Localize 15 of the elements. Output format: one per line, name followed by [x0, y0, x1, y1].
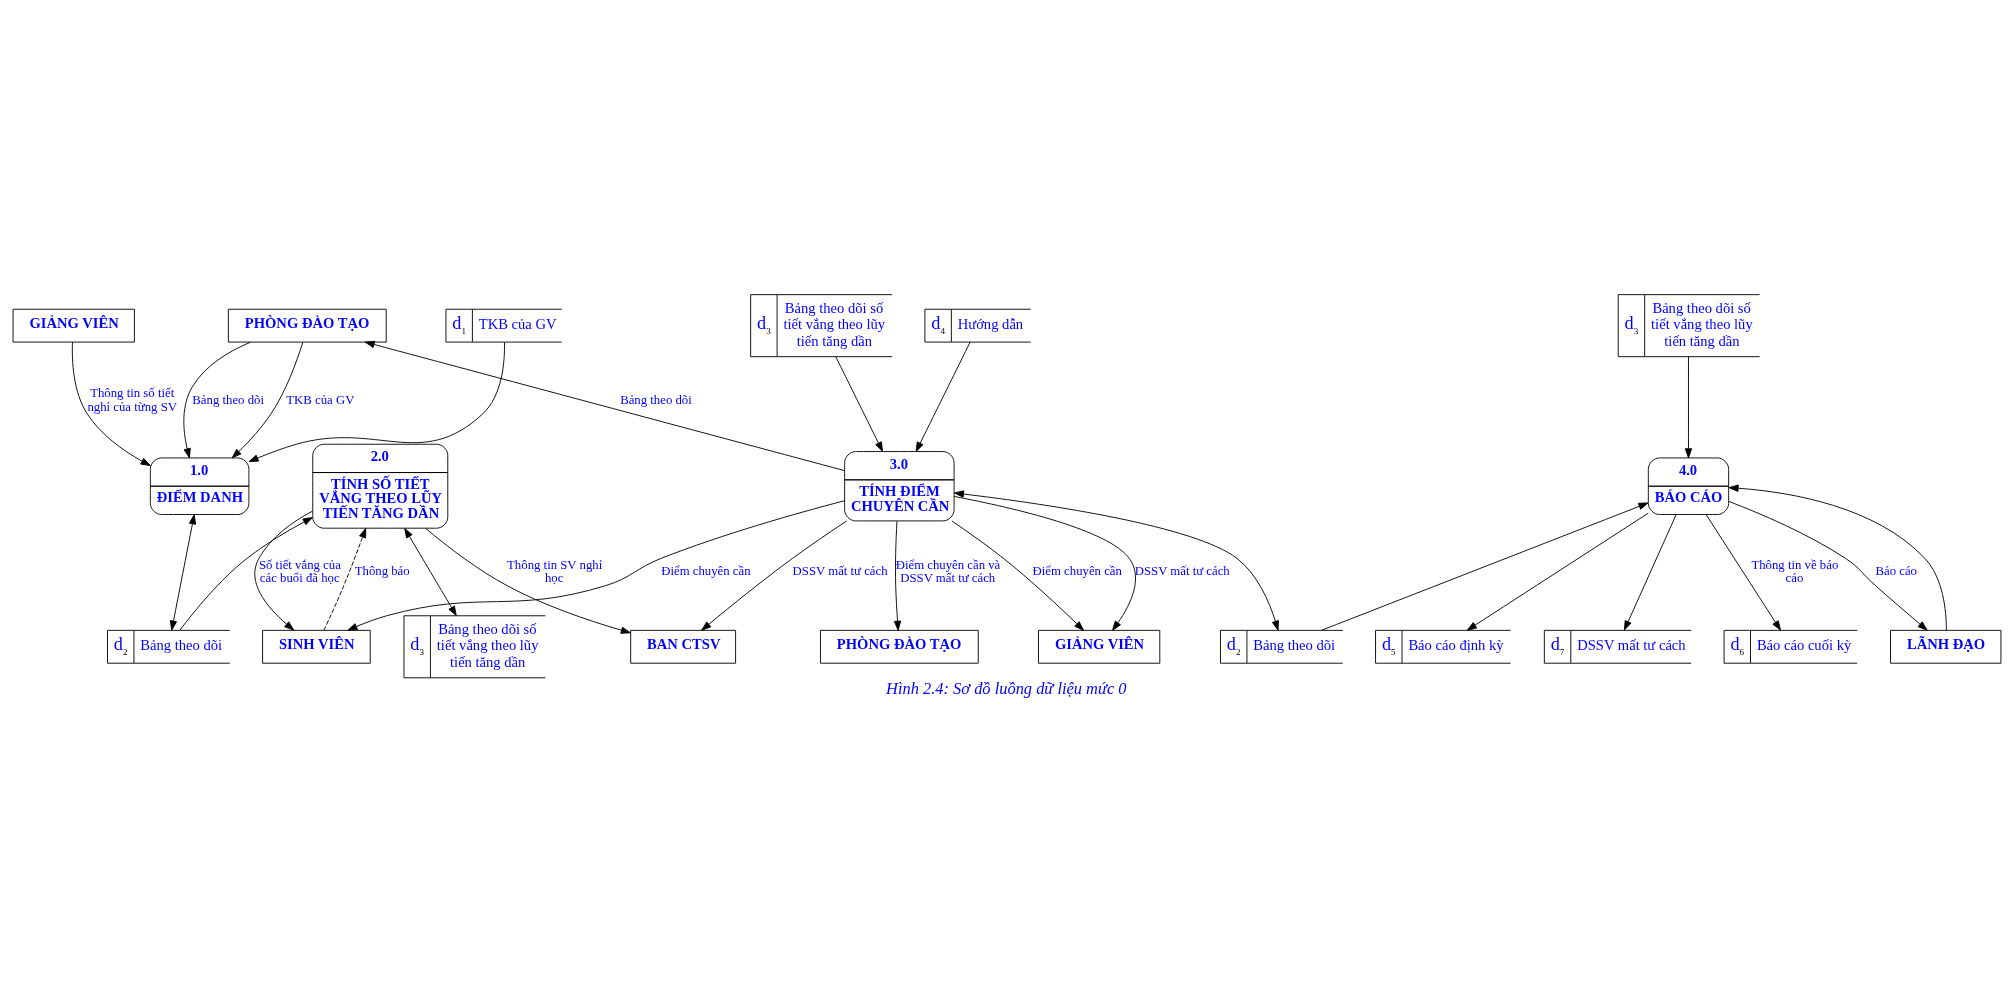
- edge-label: Bảng theo dõi: [620, 392, 692, 407]
- edge-label: Điểm chuyên cần: [661, 564, 751, 579]
- edge-label: Thông báo: [354, 564, 410, 579]
- edge-label: Thông tin SV nghỉ học: [507, 557, 603, 586]
- edge-label: Thông tin số tiết nghỉ của từng SV: [87, 386, 177, 414]
- caption: Hình 2.4: Sơ đồ luồng dữ liệu mức 0: [886, 678, 1127, 698]
- edge-label: TKB của GV: [286, 392, 355, 407]
- edge-label: Thông tin về báo cáo: [1751, 557, 1839, 586]
- edge-label: DSSV mất tư cách: [792, 564, 888, 579]
- edge-label: Điểm chuyên cần và DSSV mất tư cách: [895, 557, 1001, 586]
- edge-label: Điểm chuyên cần: [1032, 564, 1122, 579]
- edge-label: Báo cáo: [1875, 564, 1917, 579]
- edge-label: DSSV mất tư cách: [1134, 564, 1230, 579]
- edge-label: Số tiết vắng của các buổi đã học: [258, 557, 341, 586]
- edge-label: Bảng theo dõi: [192, 392, 264, 407]
